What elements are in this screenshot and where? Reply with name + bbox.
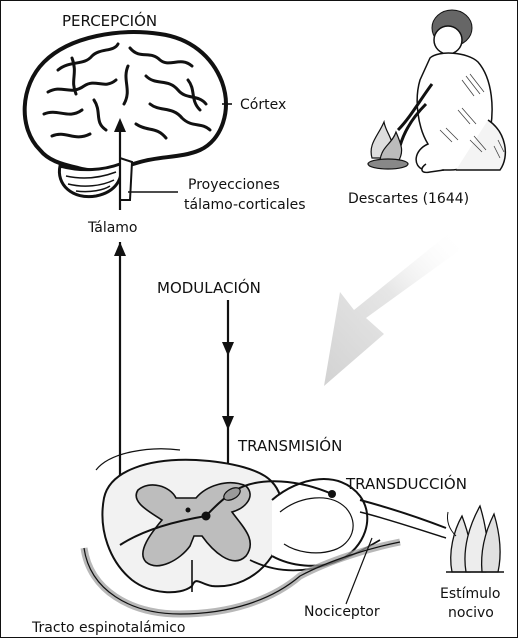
label-nociceptor: Nociceptor <box>304 604 380 620</box>
spinal-cord-section <box>84 449 446 614</box>
modulation-arrowhead-2 <box>222 416 234 430</box>
modulation-arrowhead-1 <box>222 342 234 356</box>
dorsal-root-neuron <box>328 490 336 498</box>
descartes-figure-illustration <box>368 10 505 172</box>
label-stimulus-line1: Estímulo <box>440 586 500 602</box>
label-stimulus-line2: nocivo <box>448 605 494 621</box>
label-projections-line2: tálamo-corticales <box>184 197 306 213</box>
brain-illustration <box>25 32 226 200</box>
label-thalamus: Tálamo <box>87 220 138 236</box>
label-percepcion: PERCEPCIÓN <box>62 11 157 30</box>
label-modulacion: MODULACIÓN <box>157 278 261 297</box>
label-descartes-caption: Descartes (1644) <box>348 191 469 207</box>
dorsal-horn-neuron <box>202 512 211 521</box>
label-spinothalamic-tract: Tracto espinotalámico <box>31 620 185 636</box>
label-transduccion: TRANSDUCCIÓN <box>345 474 467 493</box>
fire-illustration <box>368 122 408 169</box>
brainstem <box>120 158 132 200</box>
central-canal <box>186 508 191 513</box>
label-projections-line1: Proyecciones <box>188 177 280 193</box>
label-transmision: TRANSMISIÓN <box>237 436 342 455</box>
label-cortex: Córtex <box>240 97 286 113</box>
gray-diagonal-arrow <box>324 234 460 386</box>
noxious-stimulus-illustration <box>446 506 504 572</box>
arrowhead-to-thalamus <box>114 242 126 256</box>
